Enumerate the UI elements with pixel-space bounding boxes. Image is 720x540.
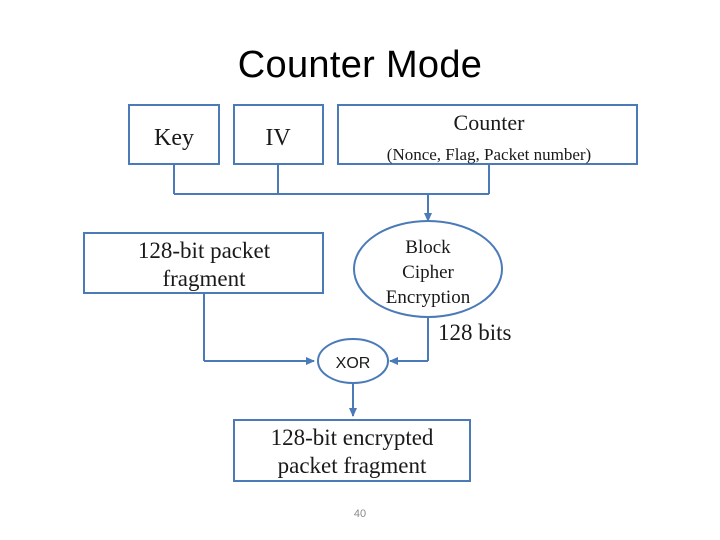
cipher-line-3: Encryption bbox=[386, 287, 471, 308]
counter-title: Counter bbox=[454, 110, 526, 135]
key-label: Key bbox=[154, 125, 194, 151]
iv-box bbox=[233, 104, 324, 165]
key-box bbox=[128, 104, 220, 165]
iv-label: IV bbox=[265, 125, 291, 151]
page-number: 40 bbox=[353, 508, 367, 520]
output-line-1: 128-bit encrypted bbox=[271, 425, 434, 450]
plaintext-fragment-box bbox=[83, 232, 324, 294]
fragment-to-xor-arrow bbox=[203, 293, 315, 365]
fragment-line-2: fragment bbox=[162, 266, 246, 291]
cipher-line-2: Cipher bbox=[402, 262, 454, 283]
fragment-line-1: 128-bit packet bbox=[138, 238, 271, 263]
xor-label: XOR bbox=[336, 355, 371, 372]
encrypted-fragment-box bbox=[233, 419, 471, 482]
cipher-line-1: Block bbox=[405, 237, 451, 258]
bits-label: 128 bits bbox=[438, 320, 512, 345]
counter-box bbox=[337, 104, 638, 165]
input-connector bbox=[173, 164, 490, 222]
output-line-2: packet fragment bbox=[278, 453, 427, 478]
page-title: Counter Mode bbox=[237, 44, 483, 86]
counter-subtitle: (Nonce, Flag, Packet number) bbox=[387, 145, 591, 164]
cipher-to-xor-arrow bbox=[389, 317, 429, 365]
